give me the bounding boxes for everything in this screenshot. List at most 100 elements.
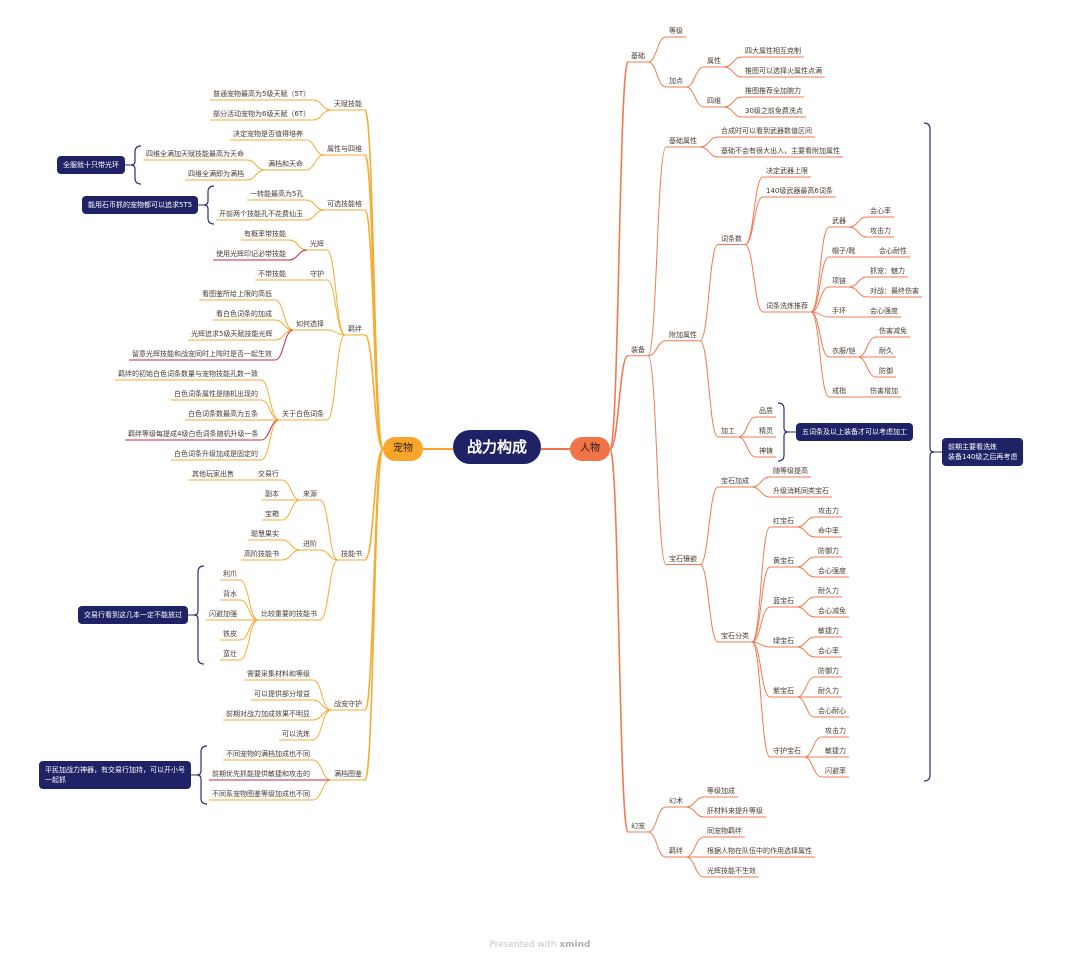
- topic-leaf[interactable]: 会心率: [818, 647, 839, 655]
- topic-leaf[interactable]: 会心强度: [818, 567, 846, 575]
- topic-leaf[interactable]: 留意光辉技能和战宠同时上阵时是否一起生效: [132, 350, 272, 358]
- topic-branch[interactable]: 光辉: [310, 240, 324, 248]
- topic-leaf[interactable]: 同宠物羁绊: [707, 827, 742, 835]
- topic-leaf[interactable]: 攻击力: [825, 727, 846, 735]
- topic-leaf[interactable]: 闪避加强: [209, 610, 237, 618]
- topic-leaf[interactable]: 决定宠物是否值得培养: [233, 130, 303, 138]
- topic-leaf[interactable]: 羁绊等级每提成4级白色词条随机升级一条: [128, 430, 259, 438]
- topic-branch[interactable]: 守护宝石: [773, 747, 801, 755]
- topic-leaf[interactable]: 可以洗炼: [282, 730, 310, 738]
- topic-leaf[interactable]: 四维全满加天赋技能最高为天命: [146, 150, 244, 158]
- topic-leaf[interactable]: 30级之前免费洗点: [745, 107, 803, 115]
- topic-branch[interactable]: 宝石分类: [721, 632, 749, 640]
- topic-leaf[interactable]: 羁绊的初始白色词条数量与宠物技能孔数一致: [118, 370, 258, 378]
- topic-leaf[interactable]: 决定武器上限: [766, 167, 808, 175]
- topic-leaf[interactable]: 基础不会有很大出入，主要看附加属性: [721, 147, 840, 155]
- topic-leaf[interactable]: 宝箱: [265, 510, 279, 518]
- topic-branch[interactable]: 宝石镶嵌: [669, 554, 697, 563]
- topic-branch[interactable]: 宝石加成: [721, 477, 749, 485]
- topic-branch[interactable]: 可选技能格: [327, 200, 362, 208]
- topic-branch[interactable]: 基础属性: [669, 137, 697, 145]
- topic-leaf[interactable]: 会心耐性: [879, 247, 907, 255]
- topic-branch[interactable]: 紫宝石: [773, 687, 794, 695]
- topic-leaf[interactable]: 防御力: [818, 667, 839, 675]
- topic-leaf[interactable]: 其他玩家出售: [192, 470, 234, 478]
- topic-branch[interactable]: 满档图鉴: [334, 770, 362, 778]
- topic-leaf[interactable]: 有概率带技能: [244, 230, 286, 238]
- topic-leaf[interactable]: 会心率: [870, 207, 891, 215]
- summary-note[interactable]: 交易行看到这几本一定不能放过: [78, 606, 188, 624]
- topic-branch[interactable]: 加工: [721, 427, 735, 435]
- topic-leaf[interactable]: 不带技能: [258, 270, 286, 278]
- topic-branch[interactable]: 比较重要的技能书: [261, 610, 317, 618]
- topic-leaf[interactable]: 随等级提高: [773, 467, 808, 475]
- topic-leaf[interactable]: 敏捷力: [825, 747, 846, 755]
- topic-leaf[interactable]: 升级消耗同类宝石: [773, 487, 829, 495]
- topic-branch[interactable]: 羁绊: [669, 847, 683, 855]
- topic-branch[interactable]: 帽子/靴: [832, 247, 856, 255]
- topic-branch[interactable]: 羁绊: [348, 325, 362, 333]
- topic-branch[interactable]: 关于白色词条: [282, 410, 324, 418]
- topic-leaf[interactable]: 命中率: [818, 527, 839, 535]
- topic-branch[interactable]: 满档和天命: [268, 160, 303, 168]
- topic-leaf[interactable]: 白色词条升级加成是固定的: [174, 450, 258, 458]
- topic-leaf[interactable]: 使用光辉印记必带技能: [216, 250, 286, 258]
- topic-leaf[interactable]: 攻击力: [818, 507, 839, 515]
- topic-branch[interactable]: 词条洗炼推荐: [766, 302, 808, 310]
- topic-leaf[interactable]: 根据人物在队伍中的作用选择属性: [707, 847, 812, 855]
- topic-branch[interactable]: 交易行: [258, 470, 279, 478]
- topic-leaf[interactable]: 前期优先抓能提供敏捷和攻击的: [212, 770, 310, 778]
- topic-branch[interactable]: 基础: [631, 52, 645, 60]
- summary-note[interactable]: 五词条及以上装备才可以考虑加工: [796, 423, 913, 441]
- summary-note[interactable]: 全服就十只带光环: [57, 156, 125, 174]
- topic-leaf[interactable]: 看白色词条的加成: [216, 310, 272, 318]
- topic-branch[interactable]: 进阶: [303, 540, 317, 548]
- topic-branch[interactable]: 绿宝石: [773, 637, 794, 645]
- topic-branch[interactable]: 属性: [707, 57, 721, 65]
- topic-branch[interactable]: 属性与四维: [327, 145, 362, 153]
- topic-branch[interactable]: 戒指: [832, 387, 846, 395]
- topic-leaf[interactable]: 敏捷力: [818, 627, 839, 635]
- topic-leaf[interactable]: 四大属性相互克制: [745, 47, 801, 55]
- topic-leaf[interactable]: 伤害增加: [870, 387, 898, 395]
- topic-leaf[interactable]: 蛮壮: [223, 650, 237, 658]
- topic-leaf[interactable]: 铁皮: [223, 630, 237, 638]
- topic-leaf[interactable]: 会心耐心: [818, 707, 846, 715]
- topic-branch[interactable]: 衣服/铠: [832, 347, 856, 355]
- topic-leaf[interactable]: 光辉技能不生效: [707, 867, 756, 875]
- topic-leaf[interactable]: 会心减免: [818, 607, 846, 615]
- topic-leaf[interactable]: 可以提供部分增益: [254, 690, 310, 698]
- topic-leaf[interactable]: 等级加成: [707, 787, 735, 795]
- topic-branch[interactable]: 天赋技能: [334, 100, 362, 108]
- topic-leaf[interactable]: 抓宠：魅力: [870, 267, 905, 275]
- topic-leaf[interactable]: 耐久: [879, 347, 893, 355]
- topic-leaf[interactable]: 肝材料来提升等级: [707, 807, 763, 815]
- topic-leaf[interactable]: 不同宠物的满档加成也不同: [226, 750, 310, 758]
- topic-leaf[interactable]: 推图推荐全加腕力: [745, 87, 801, 95]
- topic-branch[interactable]: 战宠守护: [334, 700, 362, 708]
- topic-leaf[interactable]: 四维全满即为满档: [188, 170, 244, 178]
- topic-branch[interactable]: 蓝宝石: [773, 597, 794, 605]
- topic-leaf[interactable]: 光辉追求5级天赋技能光辉: [191, 330, 273, 338]
- topic-leaf[interactable]: 高阶技能书: [244, 550, 279, 558]
- summary-note[interactable]: 前期主要看洗炼 装备140级之后再考虑: [942, 438, 1024, 466]
- topic-leaf[interactable]: 品质: [759, 407, 773, 415]
- topic-leaf[interactable]: 攻击力: [870, 227, 891, 235]
- main-topic-pet[interactable]: 宠物: [383, 437, 423, 461]
- topic-leaf[interactable]: 背水: [223, 590, 237, 598]
- main-topic-person[interactable]: 人物: [570, 437, 610, 461]
- topic-leaf[interactable]: 聪慧果实: [251, 530, 279, 538]
- topic-leaf[interactable]: 部分活动宠物为6级天赋（6T）: [213, 110, 311, 118]
- topic-leaf[interactable]: 普通宠物最高为5级天赋（5T）: [213, 90, 311, 98]
- topic-leaf[interactable]: 白色词条数最高为五条: [188, 410, 258, 418]
- topic-leaf[interactable]: 耐久力: [818, 687, 839, 695]
- topic-branch[interactable]: 黄宝石: [773, 557, 794, 565]
- topic-branch[interactable]: 守护: [310, 270, 324, 278]
- topic-leaf[interactable]: 防御力: [818, 547, 839, 555]
- topic-leaf[interactable]: 伤害减免: [879, 327, 907, 335]
- central-topic[interactable]: 战力构成: [453, 430, 541, 464]
- topic-branch[interactable]: 手环: [832, 307, 846, 315]
- topic-branch[interactable]: 来源: [303, 490, 317, 498]
- topic-branch[interactable]: 幻宠: [631, 822, 645, 830]
- topic-branch[interactable]: 加点: [669, 77, 683, 85]
